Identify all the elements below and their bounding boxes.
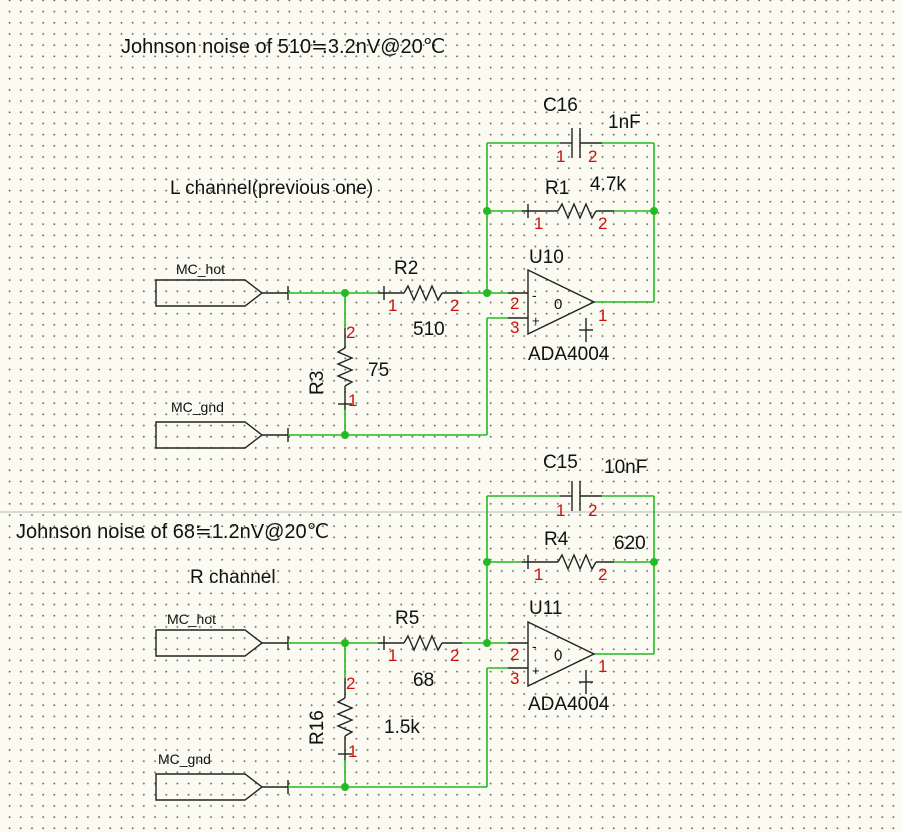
left-shunt-resistor[interactable]: R3 75 2 1	[307, 323, 389, 410]
right-feedback-capacitor[interactable]: C15 10nF 1 2	[543, 452, 647, 520]
left-channel-title: L channel(previous one)	[170, 178, 373, 199]
right-cap-ref: C15	[543, 452, 578, 473]
right-opamp-ref: U11	[529, 598, 562, 619]
left-port-hot[interactable]: MC_hot	[155, 261, 264, 307]
right-shunt-resistor[interactable]: R16 1.5k 2 1	[307, 674, 420, 761]
right-r5-ref: R5	[395, 608, 419, 629]
left-r1-pin1: 1	[534, 214, 543, 233]
right-r16-pin2: 2	[346, 674, 355, 693]
left-cap-pin2: 2	[588, 147, 597, 166]
right-opamp-pin-inv: 2	[510, 645, 519, 664]
left-noise-note: Johnson noise of 510≒3.2nV@20℃	[121, 36, 445, 58]
left-r3-pin2: 2	[346, 323, 355, 342]
right-r4-pin1: 1	[534, 565, 543, 584]
left-opamp-ref-mark: 0	[554, 296, 562, 313]
left-r1-pin2: 2	[598, 214, 607, 233]
right-cap-value: 10nF	[604, 457, 647, 478]
right-port-hot[interactable]: MC_hot	[155, 611, 264, 657]
right-opamp-part: ADA4004	[528, 694, 610, 715]
left-opamp-plus: +	[532, 313, 540, 328]
left-opamp-pin-out: 1	[598, 306, 607, 325]
left-opamp-minus: -	[532, 287, 537, 303]
left-r3-value: 75	[368, 360, 389, 381]
left-opamp-pin-inv: 2	[510, 294, 519, 313]
right-port-gnd-label: MC_gnd	[158, 751, 211, 767]
right-r5-pin1: 1	[388, 646, 397, 665]
left-opamp-ref: U10	[529, 247, 564, 268]
left-r1-value: 4.7k	[590, 174, 626, 195]
right-opamp-ref-mark: 0	[554, 647, 562, 664]
right-opamp-pin-out: 1	[598, 657, 607, 676]
left-opamp-pin-noninv: 3	[510, 318, 519, 337]
left-wires	[262, 142, 658, 442]
left-channel: L channel(previous one) MC_hot MC_gnd	[155, 95, 658, 449]
left-port-hot-label: MC_hot	[176, 261, 225, 277]
left-port-gnd-label: MC_gnd	[171, 399, 224, 415]
left-r3-pin1: 1	[348, 391, 357, 410]
right-r16-pin1: 1	[348, 742, 357, 761]
left-r2-value: 510	[413, 319, 445, 340]
right-r5-value: 68	[413, 670, 434, 691]
right-opamp-pin-noninv: 3	[510, 669, 519, 688]
right-wires	[262, 495, 658, 794]
right-noise-note: Johnson noise of 68≒1.2nV@20℃	[16, 521, 329, 543]
left-feedback-capacitor[interactable]: C16 1nF 1 2	[543, 95, 641, 166]
left-input-resistor[interactable]: R2 510 1 2	[378, 258, 462, 340]
left-opamp[interactable]: U10 ADA4004 - + 0 2 3 1	[508, 247, 610, 365]
right-r5-pin2: 2	[450, 646, 459, 665]
left-r3-ref: R3	[307, 371, 328, 395]
right-port-hot-label: MC_hot	[167, 611, 216, 627]
right-opamp[interactable]: U11 ADA4004 - + 0 2 3 1	[508, 598, 610, 715]
left-r2-pin2: 2	[450, 296, 459, 315]
right-channel: R channel MC_hot MC_gnd	[155, 452, 658, 801]
right-feedback-resistor[interactable]: R4 620 1 2	[522, 529, 646, 584]
right-r4-pin2: 2	[598, 565, 607, 584]
right-r16-value: 1.5k	[384, 717, 420, 738]
left-opamp-part: ADA4004	[528, 344, 610, 365]
left-feedback-resistor[interactable]: R1 4.7k 1 2	[522, 174, 626, 233]
right-opamp-plus: +	[532, 663, 540, 678]
right-r4-ref: R4	[544, 529, 569, 550]
right-cap-pin2: 2	[588, 501, 597, 520]
left-cap-value: 1nF	[608, 112, 641, 133]
left-port-gnd[interactable]: MC_gnd	[155, 399, 264, 449]
right-opamp-minus: -	[532, 638, 537, 654]
left-r2-pin1: 1	[388, 296, 397, 315]
right-port-gnd[interactable]: MC_gnd	[155, 751, 264, 801]
left-cap-pin1: 1	[556, 147, 565, 166]
left-r1-ref: R1	[545, 178, 569, 199]
right-cap-pin1: 1	[556, 501, 565, 520]
left-r2-ref: R2	[394, 258, 418, 279]
right-channel-title: R channel	[190, 567, 276, 588]
left-cap-ref: C16	[543, 95, 578, 116]
right-r4-value: 620	[614, 533, 646, 554]
right-r16-ref: R16	[307, 710, 328, 745]
right-input-resistor[interactable]: R5 68 1 2	[378, 608, 462, 691]
